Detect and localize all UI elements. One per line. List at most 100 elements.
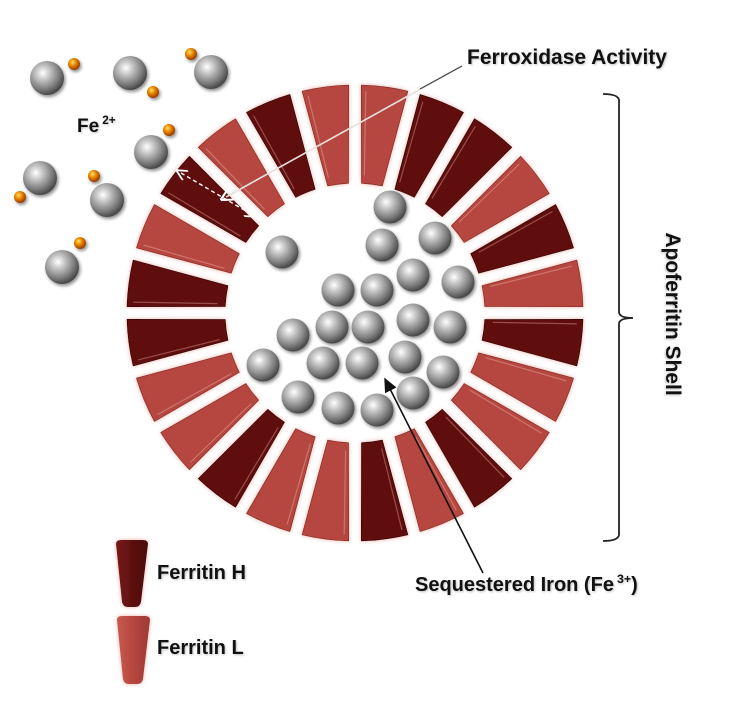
- subunit-highlight: [137, 339, 220, 361]
- apoferritin-ring: [126, 84, 584, 542]
- oxygen-dot: [147, 86, 159, 98]
- ferritin-l-subunit: [136, 352, 240, 422]
- sequestered-iron-cluster: [246, 190, 475, 427]
- ferritin-l-subunit: [451, 155, 550, 243]
- fe3-iron-sphere: [276, 318, 310, 352]
- fe2-iron-sphere: [90, 183, 124, 217]
- subunit-highlight: [445, 416, 505, 478]
- subunit-highlight: [343, 450, 347, 535]
- subunit-highlight: [381, 448, 403, 531]
- ferritin-l-subunit: [301, 439, 350, 542]
- fe3-iron-sphere: [345, 346, 379, 380]
- ferritin-l-subunit: [136, 204, 240, 274]
- oxygen-dot: [74, 237, 86, 249]
- fe3-iron-sphere: [360, 273, 394, 307]
- fe3-iron-sphere: [373, 190, 407, 224]
- subunit-highlight: [458, 163, 520, 223]
- free-fe2-ions: [14, 48, 228, 284]
- legend-label-ferritin-l: Ferritin L: [157, 637, 244, 659]
- fe3-iron-sphere: [321, 273, 355, 307]
- fe2-charge: 2+: [102, 114, 116, 128]
- fe3-iron-sphere: [396, 376, 430, 410]
- fe3-iron-sphere: [281, 380, 315, 414]
- subunit-highlight: [490, 265, 573, 287]
- ferritin-h-subunit: [360, 439, 409, 542]
- subunit-highlight: [399, 101, 424, 183]
- ferritin-l-subunit: [197, 118, 285, 217]
- sequestered-base: Sequestered Iron (Fe: [415, 574, 614, 596]
- fe3-iron-sphere: [418, 221, 452, 255]
- legend-swatch-ferritin-l: [117, 616, 150, 684]
- ferritin-l-subunit: [160, 383, 259, 471]
- subunit-highlight: [469, 389, 542, 434]
- ferritin-l-subunit: [481, 259, 584, 308]
- oxygen-dot: [68, 58, 80, 70]
- ferritin-l-subunit: [451, 383, 550, 471]
- subunit-highlight: [431, 126, 476, 199]
- subunit-highlight: [307, 95, 329, 178]
- fe3-iron-sphere: [315, 310, 349, 344]
- fe2-iron-sphere: [134, 135, 168, 169]
- sequestered-pointer-line: [384, 377, 484, 574]
- subunit-highlight: [252, 115, 295, 190]
- ferritin-h-subunit: [126, 259, 229, 308]
- subunit-highlight: [478, 210, 553, 253]
- ferritin-h-subunit: [425, 118, 513, 217]
- ferroxidase-activity-label: Ferroxidase Activity: [467, 46, 667, 69]
- fe3-iron-sphere: [396, 303, 430, 337]
- fe3-iron-sphere: [426, 355, 460, 389]
- subunit-highlight: [415, 436, 458, 511]
- ferritin-h-subunit: [246, 94, 316, 198]
- subunit-highlight: [363, 91, 367, 176]
- fe2-iron-sphere: [113, 56, 147, 90]
- ferritin-l-subunit: [470, 352, 574, 422]
- subunit-highlight: [492, 321, 577, 325]
- fe3-iron-sphere: [321, 391, 355, 425]
- fe2-base: Fe: [77, 116, 100, 137]
- ferritin-l-subunit: [301, 84, 350, 187]
- fe3-iron-sphere: [360, 393, 394, 427]
- ferritin-h-subunit: [197, 409, 285, 508]
- subunit-highlight: [286, 443, 311, 525]
- ferritin-h-subunit: [470, 204, 574, 274]
- ferritin-h-subunit: [425, 409, 513, 508]
- oxygen-dot: [88, 170, 100, 182]
- subunit-highlight: [234, 427, 279, 500]
- subunit-highlight: [143, 244, 225, 269]
- subunit-highlight: [485, 357, 567, 382]
- fe3-iron-sphere: [351, 310, 385, 344]
- ferritin-l-subunit: [246, 428, 316, 532]
- fe3-iron-sphere: [306, 346, 340, 380]
- fe3-iron-sphere: [388, 340, 422, 374]
- ferritin-h-subunit: [126, 318, 229, 367]
- legend-label-ferritin-h: Ferritin H: [157, 562, 246, 584]
- ferroxidase-pointer-outer: [419, 65, 463, 90]
- fe2-iron-sphere: [45, 250, 79, 284]
- oxygen-dot: [14, 191, 26, 203]
- fe3-iron-sphere: [441, 265, 475, 299]
- fe2-iron-sphere: [30, 61, 64, 95]
- ferritin-h-subunit: [394, 94, 464, 198]
- sequestered-charge: 3+: [616, 572, 632, 587]
- apoferritin-shell-label: Apoferritin Shell: [661, 232, 684, 396]
- subunit-highlight: [133, 301, 218, 305]
- fe3-iron-sphere: [265, 235, 299, 269]
- fe2-iron-sphere: [194, 55, 228, 89]
- fe3-iron-sphere: [365, 228, 399, 262]
- subunit-highlight: [190, 403, 252, 463]
- subunit-highlight: [157, 373, 232, 416]
- ferritin-h-subunit: [481, 318, 584, 367]
- fe2-iron-sphere: [23, 161, 57, 195]
- oxygen-dot: [185, 48, 197, 60]
- oxygen-dot: [163, 124, 175, 136]
- ferritin-l-subunit: [360, 84, 409, 187]
- shell-bracket: [602, 93, 634, 542]
- ferritin-l-subunit: [394, 428, 464, 532]
- sequestered-close: ): [631, 574, 638, 596]
- legend-swatch-ferritin-h: [116, 540, 148, 607]
- fe3-iron-sphere: [433, 310, 467, 344]
- fe3-iron-sphere: [396, 258, 430, 292]
